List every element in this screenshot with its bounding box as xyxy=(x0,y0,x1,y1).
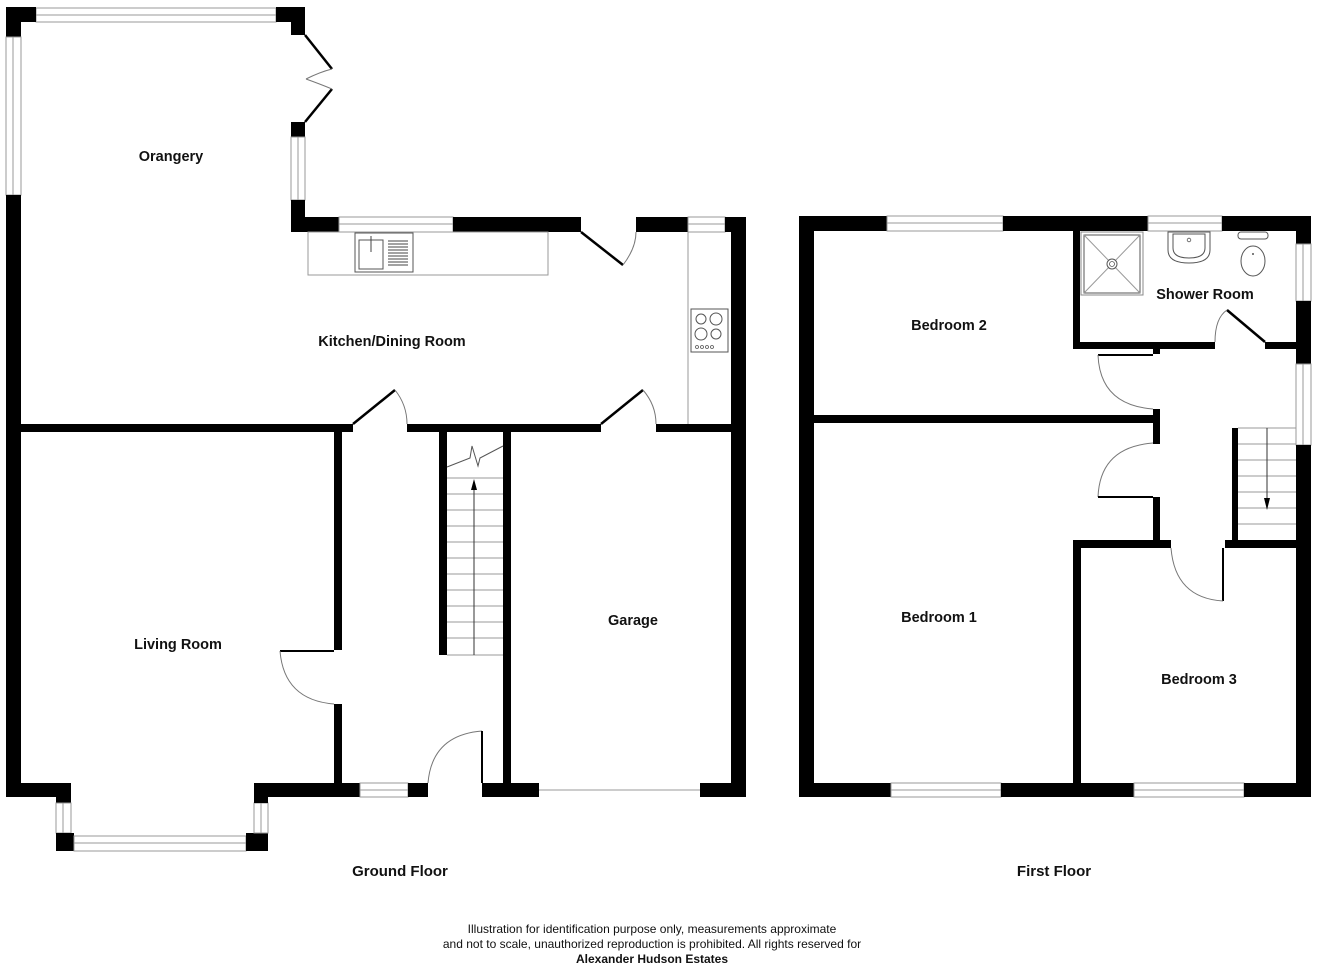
room-label-bedroom-1: Bedroom 1 xyxy=(901,610,977,626)
floor-label-ground: Ground Floor xyxy=(352,863,448,880)
room-label-orangery: Orangery xyxy=(139,149,203,165)
room-label-kitchen-dining: Kitchen/Dining Room xyxy=(318,334,465,350)
first-floor-plan xyxy=(799,215,1312,798)
room-label-garage: Garage xyxy=(608,613,658,629)
room-label-living-room: Living Room xyxy=(134,637,222,653)
floor-label-first: First Floor xyxy=(1017,863,1091,880)
ground-floor-plan xyxy=(5,7,746,852)
agency-name: Alexander Hudson Estates xyxy=(575,952,729,966)
room-label-shower-room: Shower Room xyxy=(1156,287,1253,303)
disclaimer-line-1: Illustration for identification purpose … xyxy=(467,922,837,936)
room-label-bedroom-3: Bedroom 3 xyxy=(1161,672,1237,688)
disclaimer-line-2: and not to scale, unauthorized reproduct… xyxy=(442,937,862,951)
room-label-bedroom-2: Bedroom 2 xyxy=(911,318,987,334)
disclaimer-footer: Illustration for identification purpose … xyxy=(0,922,1304,967)
